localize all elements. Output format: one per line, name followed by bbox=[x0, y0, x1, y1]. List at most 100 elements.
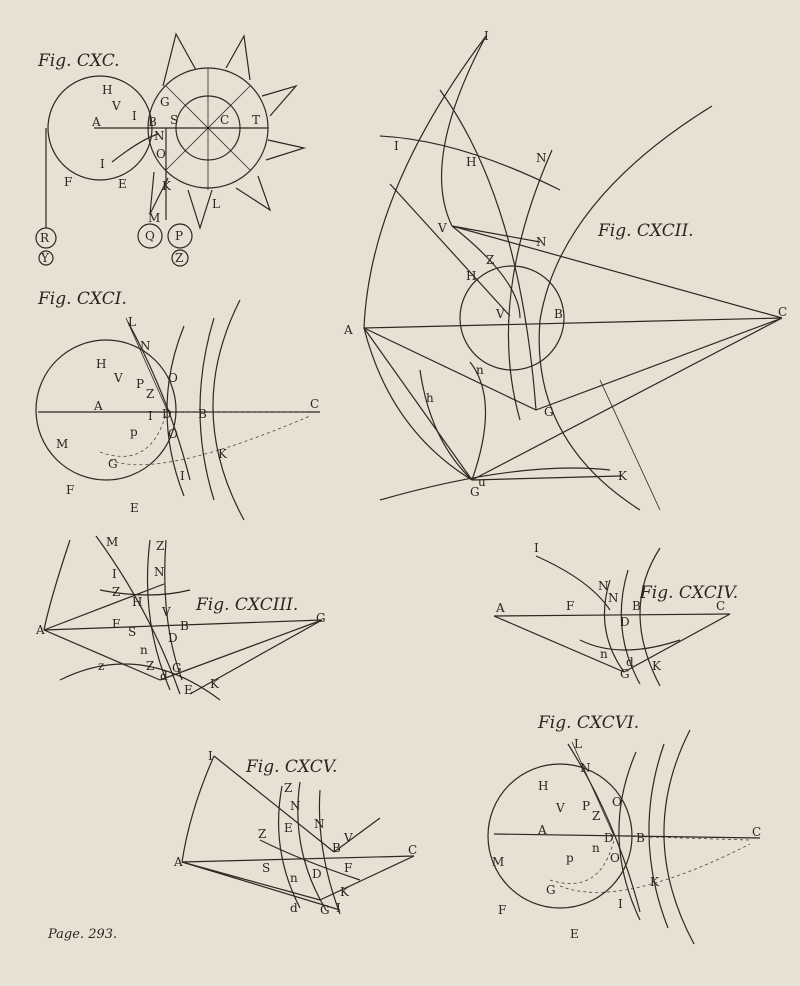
fig191-label: V bbox=[113, 371, 123, 385]
fig194-line-a-g bbox=[493, 615, 625, 673]
fig192-label: B bbox=[554, 307, 563, 321]
fig191-label: A bbox=[93, 399, 103, 413]
fig190-label: O bbox=[156, 147, 166, 161]
fig194-arc-i bbox=[535, 555, 611, 611]
figure-193-title: Fig. CXCIII. bbox=[195, 595, 298, 615]
fig193-label: K bbox=[210, 677, 220, 691]
fig191-dashed-curve-2 bbox=[99, 413, 167, 457]
fig191-label: P bbox=[136, 377, 144, 391]
fig195-label: E bbox=[284, 821, 293, 835]
fig192-label: K bbox=[618, 469, 628, 483]
fig192-arc-h2 bbox=[419, 369, 473, 481]
fig193-label: V bbox=[161, 605, 171, 619]
figure-194-title: Fig. CXCIV. bbox=[639, 583, 738, 603]
fig196-label: V bbox=[555, 801, 565, 815]
fig193-arc-m bbox=[95, 535, 181, 695]
fig190-gear-teeth bbox=[149, 32, 307, 230]
fig191-label: H bbox=[96, 357, 106, 371]
fig194-label: D bbox=[620, 615, 630, 629]
fig191-label: I bbox=[148, 409, 153, 423]
fig194-arc-n2 bbox=[620, 569, 641, 685]
fig190-weight-z bbox=[171, 249, 189, 267]
fig191-label: I bbox=[180, 469, 185, 483]
fig193-arc-n bbox=[146, 539, 171, 691]
figure-195-title: Fig. CXCV. bbox=[245, 757, 337, 777]
fig196-arc-3 bbox=[663, 729, 695, 945]
fig195-label: N bbox=[290, 799, 301, 813]
fig195-label: B bbox=[332, 841, 341, 855]
fig194-arc-n bbox=[603, 579, 625, 673]
fig196-dashed-curve bbox=[559, 843, 751, 893]
fig191-label: G bbox=[108, 457, 118, 471]
fig193-line-a-g bbox=[43, 629, 161, 681]
fig193-arc-bottom bbox=[59, 663, 221, 701]
fig195-label: S bbox=[262, 861, 270, 875]
fig195-label: A bbox=[173, 855, 183, 869]
figure-192: Fig. CXCII. I I H N V N Z H A V B C n h bbox=[343, 29, 787, 511]
fig191-label: O bbox=[168, 371, 178, 385]
fig193-label: I bbox=[112, 567, 117, 581]
fig195-axis-line bbox=[181, 855, 415, 863]
fig194-label: F bbox=[566, 599, 574, 613]
fig193-line-g-c bbox=[159, 619, 323, 681]
fig195-arc-2 bbox=[297, 781, 327, 911]
fig195-label: C bbox=[408, 843, 417, 857]
fig192-label: h bbox=[426, 391, 434, 405]
fig196-label: O bbox=[612, 795, 622, 809]
fig195-label: d bbox=[290, 901, 298, 915]
fig191-label: D bbox=[162, 407, 172, 421]
fig196-left-circle bbox=[487, 763, 633, 909]
fig192-label: H bbox=[466, 269, 476, 283]
fig192-arc-i bbox=[379, 135, 561, 191]
fig192-arc-n2 bbox=[469, 361, 487, 481]
fig195-label: I bbox=[208, 749, 213, 763]
fig191-arc-2 bbox=[199, 317, 215, 501]
fig192-label: Z bbox=[486, 253, 494, 267]
fig190-label: F bbox=[64, 175, 72, 189]
fig193-label: D bbox=[168, 631, 178, 645]
fig196-label: K bbox=[650, 875, 660, 889]
fig191-label: Z bbox=[146, 387, 154, 401]
fig190-label: S bbox=[170, 113, 178, 127]
figure-196: Fig. CXCVI. L N H V P Z O A D B C M p n … bbox=[487, 713, 761, 945]
fig194-label: K bbox=[652, 659, 662, 673]
fig192-label: V bbox=[495, 307, 505, 321]
fig193-label: E bbox=[184, 683, 193, 697]
figure-192-title: Fig. CXCII. bbox=[597, 221, 694, 241]
fig196-label: M bbox=[492, 855, 504, 869]
fig190-label: V bbox=[111, 99, 121, 113]
fig192-arc-h bbox=[439, 89, 537, 411]
fig195-label: Z bbox=[284, 781, 292, 795]
page-number: Page. 293. bbox=[47, 927, 117, 942]
fig192-arc-bottom bbox=[379, 467, 611, 501]
fig192-label: I bbox=[394, 139, 399, 153]
fig195-line-g-c bbox=[319, 855, 415, 901]
fig193-label: N bbox=[154, 565, 165, 579]
fig195-arc-3 bbox=[318, 789, 341, 915]
fig192-label: n bbox=[476, 363, 484, 377]
fig191-label: K bbox=[218, 447, 228, 461]
fig191-label: N bbox=[140, 339, 151, 353]
fig195-outer-arc bbox=[181, 755, 215, 863]
fig194-label: N bbox=[598, 579, 609, 593]
fig190-label: P bbox=[175, 229, 183, 243]
fig193-label: S bbox=[128, 625, 136, 639]
fig190-label: Z bbox=[175, 251, 183, 265]
fig190-label: M bbox=[148, 211, 160, 225]
fig195-label: F bbox=[344, 861, 352, 875]
fig193-label: Z bbox=[156, 539, 164, 553]
fig196-label: F bbox=[498, 903, 506, 917]
fig192-label: G bbox=[544, 405, 554, 419]
fig192-upper-line bbox=[451, 225, 783, 319]
fig196-label: E bbox=[570, 927, 579, 941]
fig190-label: Q bbox=[145, 229, 155, 243]
fig190-label: N bbox=[154, 129, 165, 143]
fig195-label: Z bbox=[258, 827, 266, 841]
fig193-label: B bbox=[180, 619, 189, 633]
fig193-arc-z bbox=[164, 539, 183, 681]
fig192-line-k bbox=[471, 475, 621, 481]
fig195-arc-1 bbox=[278, 785, 301, 909]
fig192-label: I bbox=[484, 29, 489, 43]
fig196-label: P bbox=[582, 799, 590, 813]
